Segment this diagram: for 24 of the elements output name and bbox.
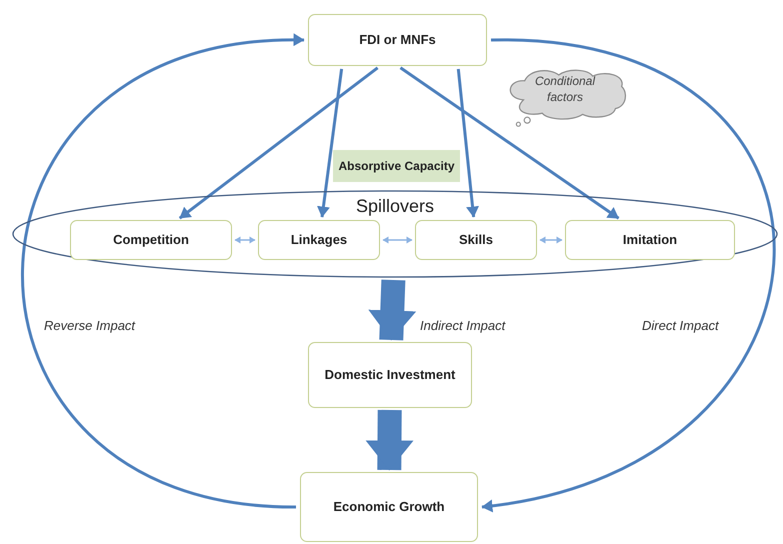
arrow (456, 68, 479, 218)
double-arrow (540, 236, 562, 244)
process-box: Linkages (258, 220, 380, 260)
edge-label: Indirect Impact (418, 318, 508, 333)
arrow (482, 38, 776, 512)
arrow (400, 66, 620, 220)
double-arrow (382, 236, 412, 244)
process-box: Economic Growth (300, 472, 478, 542)
capacity-band: Absorptive Capacity (333, 150, 460, 182)
group-title: Spillovers (356, 196, 434, 217)
arrow (178, 66, 379, 220)
block-arrow (368, 280, 416, 340)
process-box: Domestic Investment (308, 342, 472, 408)
edge-label: Direct Impact (640, 318, 721, 333)
edge-label: Reverse Impact (42, 318, 138, 333)
process-box: Competition (70, 220, 232, 260)
arrow (316, 68, 344, 218)
process-box: Skills (415, 220, 537, 260)
process-box: FDI or MNFs (308, 14, 487, 66)
block-arrow (366, 410, 414, 470)
process-box: Imitation (565, 220, 735, 260)
double-arrow (234, 236, 256, 244)
cloud-text: Conditional factors (534, 74, 596, 106)
arrow (21, 34, 304, 508)
